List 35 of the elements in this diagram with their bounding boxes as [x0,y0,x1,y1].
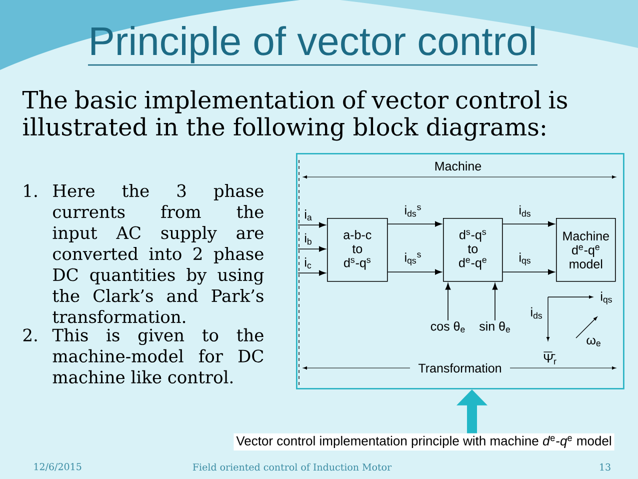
arrow [298,270,326,276]
list-item-text: This is given to the machine-model for DC machine like control. [52,328,264,384]
list-number: 2. [23,328,37,342]
edge-label: i$_{ds}$ [518,204,532,218]
arrow [387,221,442,227]
process-box: Machine d$^{e}$-q$^{e}$ model [556,218,616,282]
signal-label: sin θ$_{e}$ [478,320,512,334]
edge-label: i$_{qs}$ [518,252,532,266]
footer-date: 12/6/2015 [34,463,82,471]
edge-label: i$_{a}$ [303,208,314,222]
intro-paragraph: The basic implementation of vector control is illustrated in the following block diagrams: [22,90,567,141]
caption-box: Vector control implementation principle with machine d$^{e}$-q$^{e}$ model [234,433,614,451]
vector-label: Ψ̄$_{r}$ [542,350,558,366]
list-item-text: Here the 3 phase currents from the input AC supply are converted into 2 phase DC quantities by using the Clark’s and Park’s transformation. [52,184,264,324]
signal-label: cos θ$_{e}$ [429,320,467,334]
page-number: 13 [600,463,610,471]
arrow [502,269,555,275]
bracket-label: Transformation [417,362,503,374]
list-number: 1. [24,184,37,198]
arrow [298,246,326,252]
figure-frame [296,153,624,390]
arrow [492,283,498,321]
slide-title: Principle of vector control [88,26,538,66]
arrow [298,222,326,228]
process-box: a-b-c to d$^{s}$-q$^{s}$ [327,218,388,282]
vector-label: i$_{qs}$ [599,290,614,306]
process-box: d$^{s}$-q$^{s}$ to d$^{e}$-q$^{e}$ [443,218,503,282]
edge-label: i$_{b}$ [303,232,314,246]
footer-text: Field oriented control of Induction Motor [192,463,392,471]
arrow [445,283,451,321]
edge-label: i$_{qs}$s [403,252,423,266]
arrow [387,269,442,275]
vector-label: ω$_{e}$ [585,336,602,348]
arrow [502,221,555,227]
edge-label: i$_{c}$ [303,256,313,270]
